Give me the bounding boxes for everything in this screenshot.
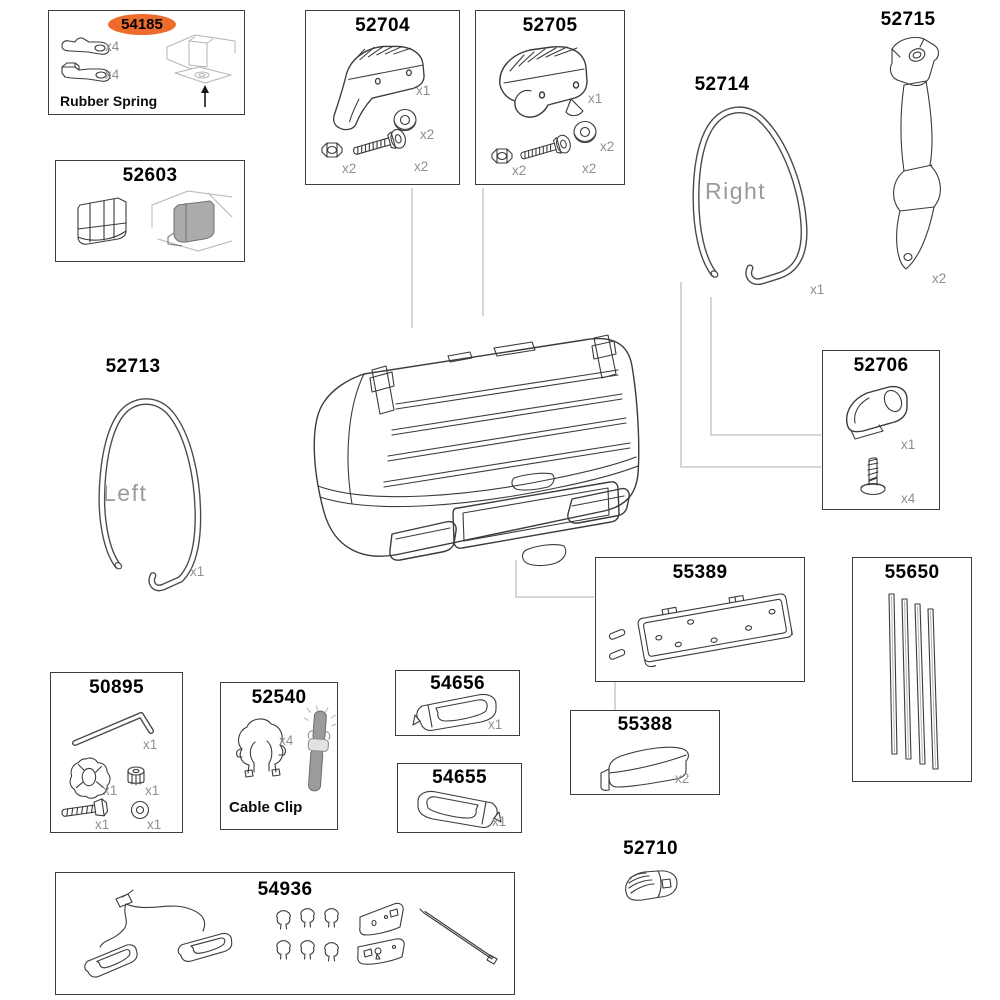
washer-drawing <box>130 800 150 820</box>
bolt-drawing <box>353 128 406 155</box>
part-group-52710[interactable]: 52710 <box>598 838 703 910</box>
quantity-label: x4 <box>105 67 120 82</box>
left-frame-drawing <box>98 398 202 592</box>
cable-clip-drawing <box>236 718 286 778</box>
mount-housing-drawing <box>333 45 425 131</box>
part-number[interactable]: 52706 <box>853 355 909 376</box>
quantity-label: x2 <box>512 163 527 178</box>
part-box-50895[interactable]: 50895 x1 x1 x1 x1 x1 <box>50 672 183 833</box>
part-number[interactable]: 52705 <box>522 15 578 36</box>
part-box-55389[interactable]: 55389 <box>595 557 805 682</box>
quantity-label: x2 <box>420 127 435 142</box>
spacer-drawing <box>127 766 145 786</box>
part-box-54655[interactable]: 54655 x1 <box>397 763 522 833</box>
part-box-54936[interactable]: 54936 <box>55 872 515 995</box>
part-number[interactable]: 55389 <box>672 562 728 583</box>
part-number[interactable]: 55650 <box>884 562 940 583</box>
rubber-spring-drawing <box>61 37 110 55</box>
part-number[interactable]: 52714 <box>694 74 750 95</box>
quantity-label: x1 <box>147 817 162 832</box>
part-number[interactable]: 50895 <box>89 677 144 698</box>
side-label: Left <box>103 480 148 506</box>
quantity-label: x1 <box>103 783 118 798</box>
part-group-52714[interactable]: 52714 Right x1 <box>660 70 835 315</box>
quantity-label: x1 <box>492 814 507 829</box>
part-box-52704[interactable]: 52704 x1 x2 x2 x2 <box>305 10 460 185</box>
quantity-label: x1 <box>901 437 916 452</box>
part-box-52603[interactable]: 52603 <box>55 160 245 262</box>
part-box-55388[interactable]: 55388 x2 <box>570 710 720 795</box>
part-number[interactable]: 52713 <box>105 356 161 377</box>
trim-strips-drawing <box>888 593 939 770</box>
part-number[interactable]: 52710 <box>623 838 678 859</box>
light-kit-drawing <box>81 889 498 980</box>
washer-drawing <box>573 120 597 144</box>
nut-drawing <box>491 148 513 164</box>
screw-drawing <box>860 457 886 496</box>
quantity-label: x2 <box>342 161 357 176</box>
clip-on-cable-drawing <box>303 705 337 792</box>
cargo-box-drawing <box>313 334 640 567</box>
tension-strap-drawing <box>889 36 941 270</box>
support-pad-drawing <box>600 746 689 791</box>
bracket-drawing <box>77 197 127 245</box>
knob-bolt-drawing <box>61 798 109 817</box>
part-number[interactable]: 52540 <box>251 687 307 708</box>
washer-drawing <box>393 108 417 132</box>
bracket-installed-drawing <box>151 190 233 252</box>
nut-drawing <box>321 142 343 158</box>
corner-bracket-drawing <box>846 385 908 440</box>
part-box-54185[interactable]: 54185 x4 x4 Rubber Spring <box>48 10 245 115</box>
quantity-label: x1 <box>810 282 825 297</box>
bolt-drawing <box>520 134 571 160</box>
side-label: Right <box>705 178 767 204</box>
part-caption: Rubber Spring <box>60 93 158 109</box>
hex-key-drawing <box>72 712 154 746</box>
end-cover-drawing <box>499 46 588 118</box>
quantity-label: x2 <box>932 271 947 286</box>
quantity-label: x4 <box>901 491 916 506</box>
part-box-52705[interactable]: 52705 x1 x2 x2 x2 <box>475 10 625 185</box>
quantity-label: x2 <box>582 161 597 176</box>
quantity-label: x1 <box>588 91 603 106</box>
part-group-52715[interactable]: 52715 x2 <box>858 5 983 295</box>
rubber-spring-drawing <box>61 62 111 82</box>
quantity-label: x2 <box>675 771 690 786</box>
quantity-label: x1 <box>143 737 158 752</box>
quantity-label: x2 <box>600 139 615 154</box>
quantity-label: x1 <box>95 817 110 832</box>
part-number[interactable]: 52715 <box>880 9 936 30</box>
part-box-54656[interactable]: 54656 x1 <box>395 670 520 736</box>
part-number[interactable]: 54656 <box>430 673 485 694</box>
quantity-label: x1 <box>190 564 205 579</box>
right-frame-drawing <box>692 106 808 286</box>
quantity-label: x1 <box>145 783 160 798</box>
part-box-55650[interactable]: 55650 <box>852 557 972 782</box>
part-number[interactable]: 54936 <box>257 879 313 900</box>
clip-pair-drawing <box>608 628 626 660</box>
lamp-housing-drawing <box>417 790 502 829</box>
part-box-52540[interactable]: 52540 x4 Cable Clip <box>220 682 338 830</box>
highlight-ellipse[interactable]: 54185 <box>108 14 176 35</box>
part-box-52706[interactable]: 52706 x1 x4 <box>822 350 940 510</box>
part-caption: Cable Clip <box>229 799 303 816</box>
quantity-label: x1 <box>488 717 503 732</box>
knob-drawing <box>69 757 111 799</box>
number-plate-holder-drawing <box>637 593 793 668</box>
lamp-housing-drawing <box>412 693 497 732</box>
up-arrow-icon <box>201 85 209 93</box>
quantity-label: x4 <box>279 733 294 748</box>
part-number[interactable]: 54655 <box>432 767 487 788</box>
part-number: 54185 <box>121 16 163 33</box>
quantity-label: x1 <box>416 83 431 98</box>
part-number[interactable]: 52603 <box>122 165 178 186</box>
mounting-location-drawing <box>166 34 236 107</box>
latch-knob-drawing <box>625 870 678 901</box>
part-number[interactable]: 55388 <box>617 714 673 735</box>
quantity-label: x4 <box>105 39 120 54</box>
part-group-52713[interactable]: 52713 Left x1 <box>68 352 223 604</box>
quantity-label: x2 <box>414 159 429 174</box>
part-number[interactable]: 52704 <box>355 15 410 36</box>
